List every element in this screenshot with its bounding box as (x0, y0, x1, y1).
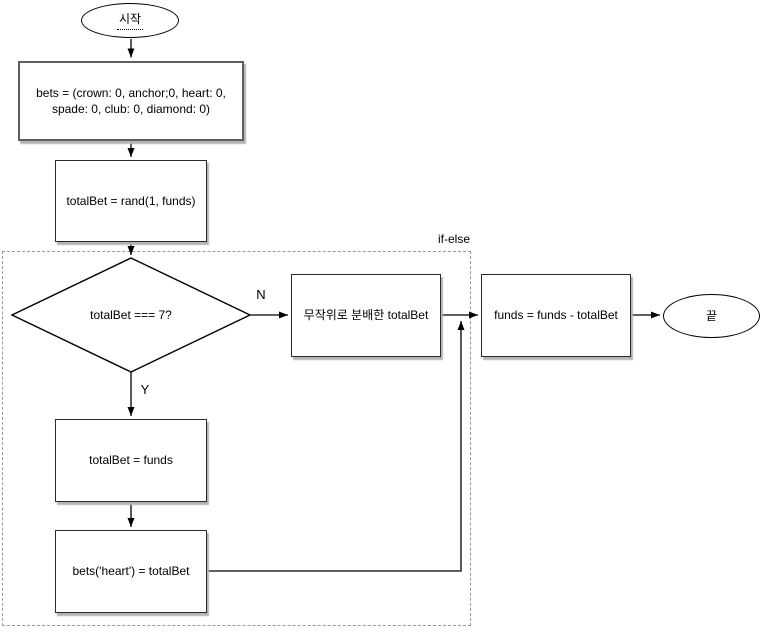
edge-betheart-to-join (207, 321, 465, 572)
end-label: 끝 (705, 308, 718, 323)
distribute-label: 무작위로 분배한 totalBet (303, 308, 429, 323)
node-totalbet-funds: totalBet = funds (55, 419, 207, 502)
branch-label-no: N (256, 287, 266, 302)
node-subtract-funds: funds = funds - totalBet (481, 274, 631, 357)
node-rand-bet: totalBet = rand(1, funds) (55, 160, 207, 242)
decision-diamond-shape (10, 257, 252, 373)
node-distribute: 무작위로 분배한 totalBet (291, 274, 441, 357)
rand-bet-label: totalBet = rand(1, funds) (66, 193, 196, 208)
node-start: 시작 (81, 3, 179, 38)
bets-heart-label: bets('heart') = totalBet (72, 564, 190, 579)
init-bets-label: bets = (crown: 0, anchor;0, heart: 0, sp… (36, 85, 226, 116)
node-init-bets: bets = (crown: 0, anchor;0, heart: 0, sp… (18, 61, 244, 141)
subtract-funds-label: funds = funds - totalBet (494, 308, 618, 323)
if-else-group-label: if-else (437, 232, 470, 246)
totalbet-funds-label: totalBet = funds (89, 453, 173, 468)
node-bets-heart: bets('heart') = totalBet (55, 530, 207, 613)
branch-label-yes: Y (140, 382, 150, 397)
if-else-group-box (2, 251, 471, 626)
node-end: 끝 (663, 294, 760, 338)
start-label: 시작 (116, 11, 144, 30)
